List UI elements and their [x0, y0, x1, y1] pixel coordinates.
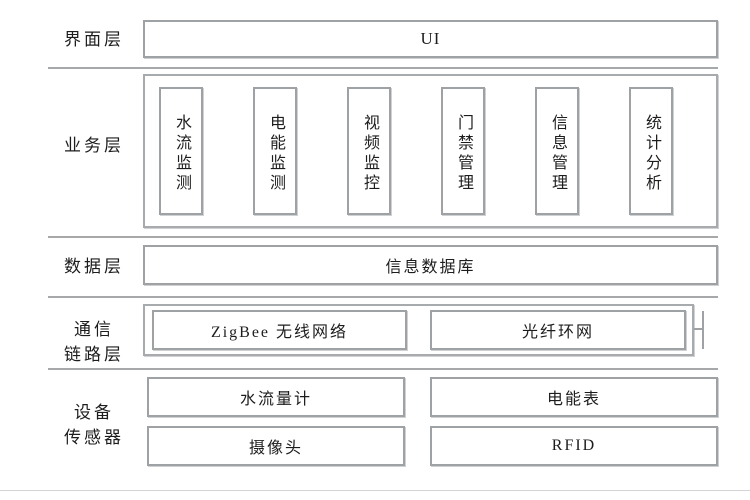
layer-label-business: 业务层 [64, 136, 124, 155]
communication-container-notch-right [702, 311, 704, 349]
communication-container-notch [694, 328, 704, 330]
communication-box-fiber-optic-ring-network[interactable]: 光纤环网 [430, 310, 686, 350]
device-box-rfid-reader[interactable]: RFID [430, 426, 718, 466]
layer-label-device: 设备 传感器 [64, 403, 124, 447]
layer-divider-3 [48, 296, 718, 298]
layer-label-data: 数据层 [64, 257, 124, 276]
business-box-water-flow-monitoring[interactable]: 水流监测 [159, 87, 203, 215]
layer-label-ui: 界面层 [64, 30, 124, 49]
ui-box[interactable]: UI [143, 20, 718, 58]
business-box-power-monitoring[interactable]: 电能监测 [253, 87, 297, 215]
business-box-statistical-analysis[interactable]: 统计分析 [629, 87, 673, 215]
business-box-access-control[interactable]: 门禁管理 [441, 87, 485, 215]
layer-divider-1 [48, 67, 718, 69]
communication-box-zigbee-wireless-network[interactable]: ZigBee 无线网络 [152, 310, 407, 350]
business-box-information-management[interactable]: 信息管理 [535, 87, 579, 215]
layer-divider-2 [48, 236, 718, 238]
device-box-camera[interactable]: 摄像头 [147, 426, 405, 466]
data-box-information-database[interactable]: 信息数据库 [143, 245, 718, 285]
layer-divider-4 [48, 368, 718, 370]
device-box-electricity-meter[interactable]: 电能表 [430, 377, 718, 417]
layer-label-communication: 通信 链路层 [64, 320, 124, 364]
device-box-water-flow-meter[interactable]: 水流量计 [147, 377, 405, 417]
diagram-bottom-rule [0, 490, 750, 491]
business-layer-container [143, 74, 718, 228]
business-box-video-surveillance[interactable]: 视频监控 [347, 87, 391, 215]
